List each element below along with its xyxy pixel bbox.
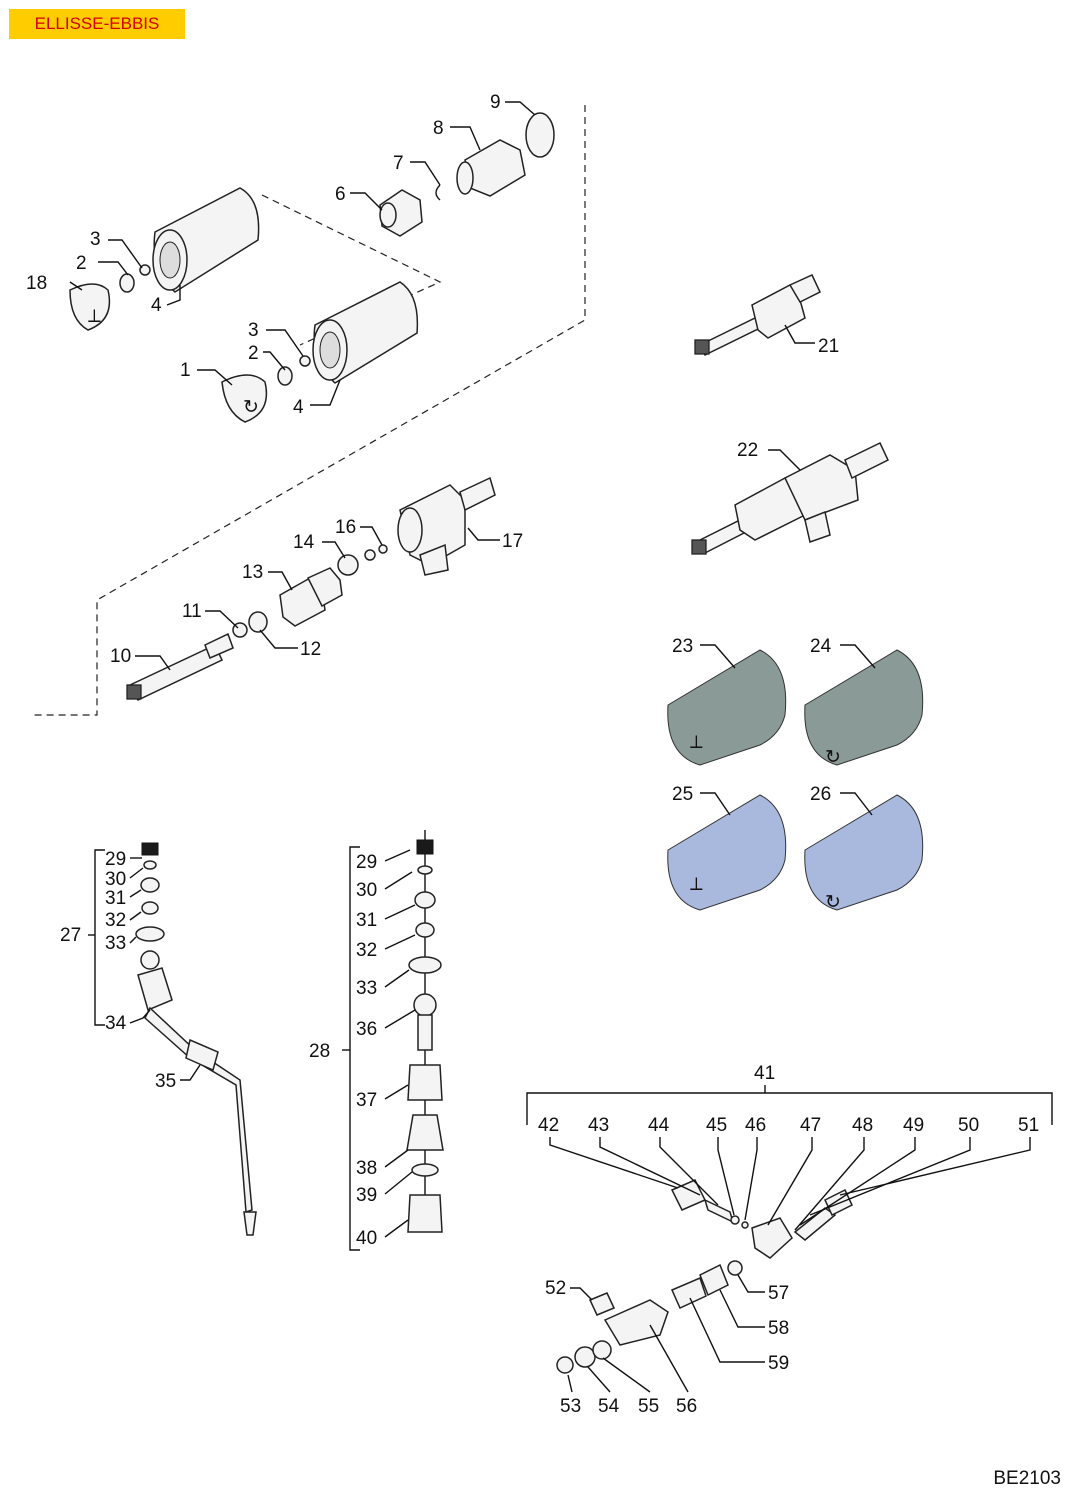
label-52: 52: [545, 1278, 566, 1299]
label-r38: 38: [356, 1158, 377, 1179]
spout-assembly-28: [342, 830, 444, 1251]
label-13: 13: [242, 562, 263, 583]
label-l35: 35: [155, 1071, 176, 1092]
knob-23-grey: ⟂: [667, 649, 787, 766]
label-12: 12: [300, 639, 321, 660]
label-59: 59: [768, 1353, 789, 1374]
label-2b: 2: [248, 343, 259, 364]
label-44: 44: [648, 1115, 670, 1136]
label-l34: 34: [105, 1013, 127, 1034]
label-53: 53: [560, 1396, 581, 1417]
label-21: 21: [818, 336, 839, 357]
label-l32: 32: [105, 910, 126, 931]
knob-26-blue: ↻: [804, 794, 924, 913]
knob-24-grey: ↻: [804, 649, 924, 768]
svg-text:⟂: ⟂: [690, 732, 703, 753]
svg-text:↻: ↻: [243, 397, 259, 418]
leader-lines: [69, 101, 1031, 1393]
label-25: 25: [672, 784, 693, 805]
label-49: 49: [903, 1115, 924, 1136]
label-23: 23: [672, 636, 693, 657]
label-43: 43: [588, 1115, 609, 1136]
spout-assembly-27: [88, 842, 257, 1236]
label-42: 42: [538, 1115, 559, 1136]
label-47: 47: [800, 1115, 821, 1136]
label-3b: 3: [248, 320, 259, 341]
label-11: 11: [182, 601, 202, 622]
label-r36: 36: [356, 1019, 377, 1040]
label-27: 27: [60, 925, 81, 946]
label-2a: 2: [76, 253, 87, 274]
label-51: 51: [1018, 1115, 1039, 1136]
label-4b: 4: [293, 397, 304, 418]
label-55: 55: [638, 1396, 659, 1417]
svg-text:↻: ↻: [825, 892, 841, 913]
label-l31: 31: [105, 888, 126, 909]
label-6: 6: [335, 184, 346, 205]
label-16: 16: [335, 517, 356, 538]
label-45: 45: [706, 1115, 727, 1136]
label-l30: 30: [105, 869, 126, 890]
label-r39: 39: [356, 1185, 377, 1206]
valve-group-41: [526, 1085, 1053, 1374]
label-10: 10: [110, 646, 131, 667]
part-number-labels: 18 2 3 4 1 2 3 4 6 7 8 9 21 22 17 16 14 …: [26, 92, 1039, 1417]
drawing-code: BE2103: [993, 1468, 1061, 1489]
label-56: 56: [676, 1396, 697, 1417]
label-46: 46: [745, 1115, 766, 1136]
label-41: 41: [754, 1063, 775, 1084]
label-r32: 32: [356, 940, 377, 961]
label-r40: 40: [356, 1228, 377, 1249]
label-l29: 29: [105, 849, 126, 870]
label-58: 58: [768, 1318, 789, 1339]
label-22: 22: [737, 440, 758, 461]
label-28: 28: [309, 1041, 330, 1062]
label-57: 57: [768, 1283, 789, 1304]
label-r29: 29: [356, 852, 377, 873]
label-8: 8: [433, 118, 444, 139]
label-17: 17: [502, 531, 523, 552]
label-r33: 33: [356, 978, 377, 999]
label-14: 14: [293, 532, 315, 553]
label-3a: 3: [90, 229, 101, 250]
valve-body-22: [691, 441, 889, 555]
label-7: 7: [393, 153, 404, 174]
svg-text:⟂: ⟂: [88, 306, 101, 327]
label-r30: 30: [356, 880, 377, 901]
assembly-outline: [30, 105, 586, 716]
label-48: 48: [852, 1115, 873, 1136]
stem-assembly: [126, 476, 496, 701]
label-1: 1: [180, 360, 191, 381]
label-l33: 33: [105, 933, 126, 954]
label-26: 26: [810, 784, 831, 805]
svg-text:⟂: ⟂: [690, 874, 703, 895]
label-r37: 37: [356, 1090, 377, 1111]
knob-assembly-lower: ↻: [221, 281, 419, 423]
cartridge-21: [694, 274, 821, 357]
label-9: 9: [490, 92, 501, 113]
svg-text:↻: ↻: [825, 747, 841, 768]
valve-connector-parts: [379, 112, 555, 237]
label-4a: 4: [151, 295, 162, 316]
knob-assembly-upper: ⟂: [69, 187, 260, 331]
label-r31: 31: [356, 910, 377, 931]
label-18: 18: [26, 273, 47, 294]
label-54: 54: [598, 1396, 620, 1417]
label-24: 24: [810, 636, 832, 657]
model-badge: ELLISSE-EBBIS: [9, 9, 185, 39]
knob-25-blue: ⟂: [667, 794, 787, 911]
label-50: 50: [958, 1115, 979, 1136]
